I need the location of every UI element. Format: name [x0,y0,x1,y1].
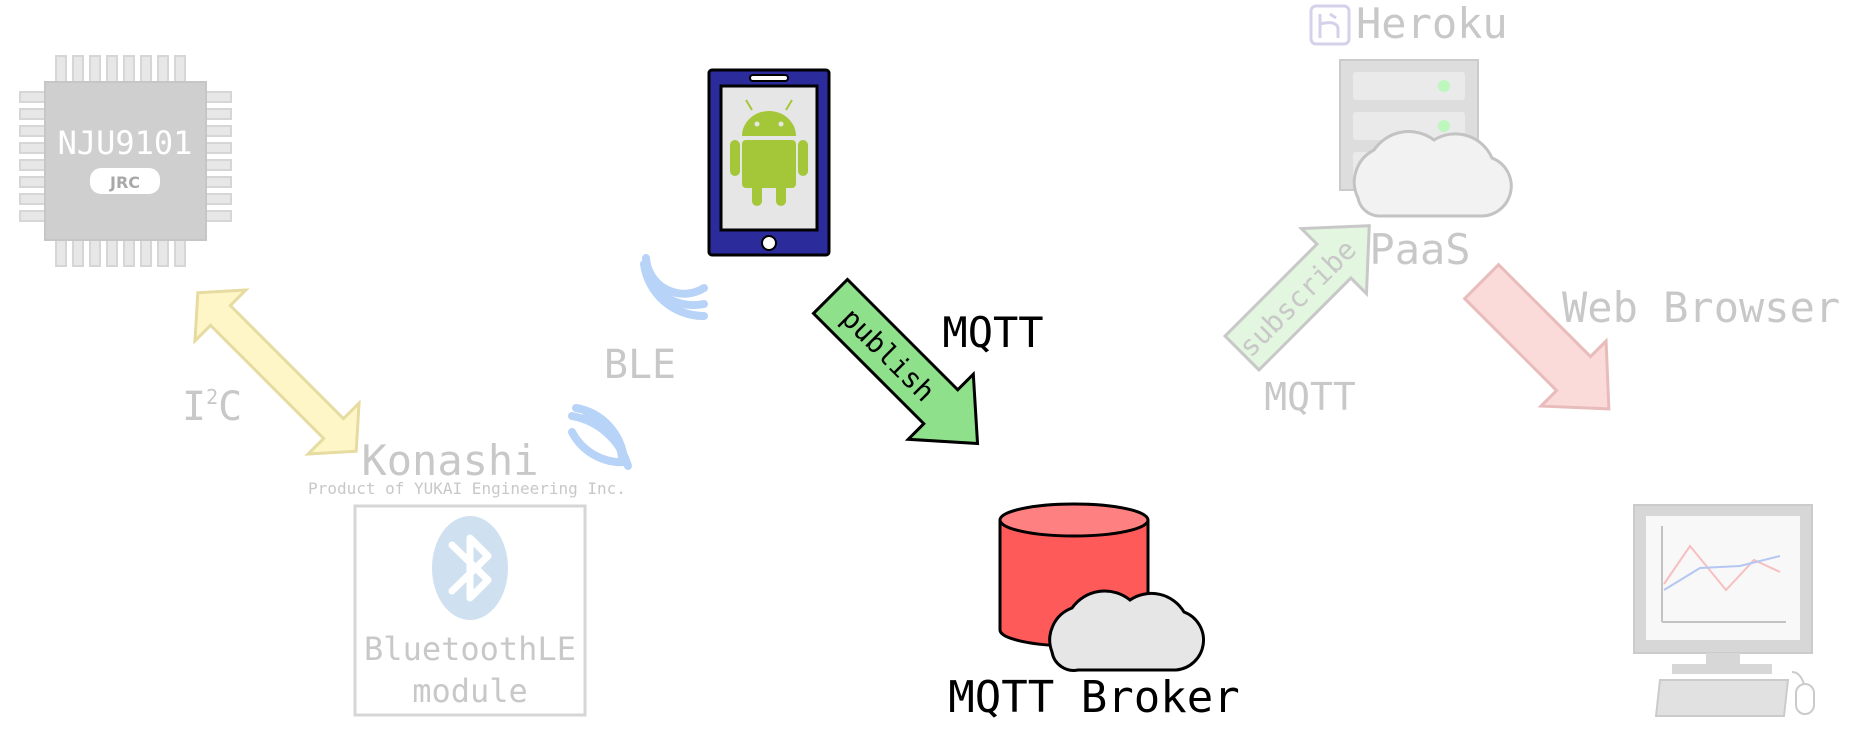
chip-icon [19,55,232,267]
publish-protocol-label: MQTT [942,308,1043,357]
web-browser-arrow [1462,262,1611,411]
heroku-brand-label: Heroku [1356,0,1508,48]
subscribe-protocol-label: MQTT [1264,375,1356,419]
konashi-title: Konashi [361,436,538,485]
i2c-double-arrow [193,288,361,456]
module-line-1: BluetoothLE [364,630,576,668]
chip-logo-text: JRC [109,173,140,192]
chip-label: NJU9101 [58,124,193,162]
bluetooth-icon [432,516,508,620]
ble-wave-icon-upper [640,254,708,321]
subscribe-arrow-label: subscribe [1232,233,1363,364]
android-tablet-icon [707,68,831,257]
i2c-label-main: I [182,384,206,430]
publish-arrow-label: publish [835,301,942,408]
computer-monitor-icon [1633,504,1815,717]
server-cloud-icon [1339,59,1513,218]
i2c-label: I2C [182,384,242,430]
paas-label: PaaS [1369,225,1470,274]
konashi-subtitle: Product of YUKAI Engineering Inc. [308,479,626,498]
i2c-label-tail: C [218,384,242,430]
heroku-logo-icon [1309,4,1351,46]
publish-arrow: publish [811,277,980,446]
mqtt-broker-label: MQTT Broker [948,672,1239,723]
module-line-2: module [412,672,528,710]
mqtt-broker-icon [998,502,1205,672]
ble-wave-icon-lower [568,404,632,470]
ble-label: BLE [604,342,676,388]
web-browser-label: Web Browser [1562,283,1840,332]
subscribe-arrow: subscribe [1222,224,1371,373]
i2c-label-sup: 2 [206,385,218,409]
